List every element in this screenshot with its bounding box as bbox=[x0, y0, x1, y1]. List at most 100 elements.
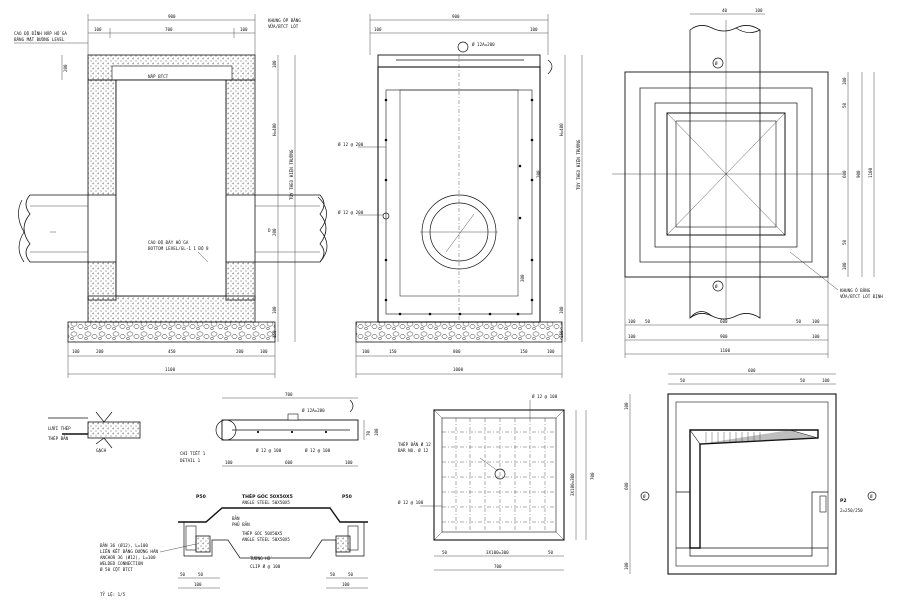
bars-label: THÉP BẢN Ø 12 bbox=[398, 442, 431, 447]
dim-text: 50 bbox=[842, 239, 847, 245]
stone-base bbox=[355, 321, 563, 343]
bottom-level-label-2: BOTTOM LEVEL/GL-1 1 ĐỘ 8 bbox=[148, 246, 209, 251]
small-detail: LƯỚI THÉP THÉP BẢN GẠCH bbox=[48, 411, 141, 453]
dim-text: 200 bbox=[536, 170, 541, 178]
bottom-level-label: CAO ĐỘ ĐÁY HỐ GA bbox=[148, 240, 189, 245]
section-tag: P2 bbox=[840, 498, 847, 504]
right-wall-bottom bbox=[225, 261, 256, 301]
dim-text: 100 bbox=[812, 319, 820, 324]
dim-text: 100 bbox=[240, 27, 248, 32]
anchor-label-5: Ø 50 CỘT BTCT bbox=[100, 567, 133, 572]
dim-text: 900 bbox=[452, 14, 460, 19]
hopper-plan: 600 50 50 100 P2 2=250/250 Ø Ø 100 600 1… bbox=[624, 368, 877, 575]
dim-text: 700 bbox=[590, 472, 595, 480]
section-b: 900 100 100 Ø 12A=200 Ø 12 @ 100 Ø 12 @ … bbox=[338, 14, 583, 378]
dim-text: 100 bbox=[530, 27, 538, 32]
scale-label: TỶ LỆ: 1/5 bbox=[100, 592, 126, 597]
cover-top-bar: Ø 12A=200 bbox=[302, 408, 325, 413]
right-bar-label: Ø 12 @ 100 bbox=[305, 448, 331, 453]
frame-subtitle: ANGLE STEEL 50X50X5 bbox=[242, 500, 290, 505]
detail-line: LƯỚI THÉP bbox=[48, 426, 71, 431]
bars-label-2: BAR NO. Ø 12 bbox=[398, 448, 429, 453]
dim-text: 100 bbox=[260, 349, 268, 354]
section-symbol: Ø bbox=[643, 494, 646, 499]
dim-text: 300 bbox=[520, 274, 525, 282]
left-wall-bottom bbox=[87, 261, 117, 301]
dim-text: 100 bbox=[374, 428, 379, 436]
wall-label: TƯỜNG HỐ bbox=[250, 556, 272, 561]
frame-note-2: VỮA/BTCT LÓT bbox=[268, 24, 299, 29]
angle-label: THÉP GÓC 50X50X5 bbox=[242, 531, 283, 536]
dim-text: 150 bbox=[520, 349, 528, 354]
left-tag: P50 bbox=[196, 494, 206, 500]
detail-callout-2: DETAIL 1 bbox=[180, 458, 201, 463]
dim-text: 100 bbox=[812, 334, 820, 339]
anchor-label-3: ANCHOR 36 (Ø12), L=100 bbox=[100, 555, 156, 560]
wall-label-2: CLIP Ø @ 100 bbox=[250, 564, 281, 569]
dim-text: 100 bbox=[374, 27, 382, 32]
detail-line: THÉP BẢN bbox=[48, 436, 69, 441]
bottom-bar-label: Ø 12 @ 100 bbox=[256, 448, 282, 453]
cover-section: 700 Ø 12A=200 CHI TIẾT 1 DETAIL 1 Ø 12 @… bbox=[180, 392, 379, 467]
detail-callout: CHI TIẾT 1 bbox=[180, 451, 206, 456]
dim-text: 100 bbox=[225, 460, 233, 465]
dim-text: 100 bbox=[94, 27, 102, 32]
dim-text: 150 bbox=[389, 349, 397, 354]
dim-text: 3X100=300 bbox=[570, 473, 575, 496]
anchor-label-2: LIÊN KẾT BẰNG ĐƯỜNG HÀN bbox=[100, 549, 158, 554]
anchor-label: BẢN 36 (Ø12), L=100 bbox=[100, 543, 148, 548]
dim-text: H=400 bbox=[272, 123, 277, 136]
frame-label-2: VỮA/BTCT LÓT ĐỊNH bbox=[840, 294, 883, 299]
dim-text: 100 bbox=[194, 582, 202, 587]
total-dim-text: 1100 bbox=[720, 348, 731, 353]
dim-text: 600 bbox=[720, 319, 728, 324]
dim-text: 100 bbox=[362, 349, 370, 354]
base-slab bbox=[87, 295, 256, 323]
dim-text: 50 bbox=[548, 550, 554, 555]
dim-text: 100 bbox=[547, 349, 555, 354]
dim-text: 100 bbox=[628, 319, 636, 324]
dim-text: 100 bbox=[72, 349, 80, 354]
cover-bar-label: Ø 12A=200 bbox=[472, 42, 495, 47]
dim-text: 900 bbox=[856, 170, 861, 178]
dim-text: 50 bbox=[198, 572, 204, 577]
total-dim-text: 1000 bbox=[453, 367, 464, 372]
dim-text: 200 bbox=[96, 349, 104, 354]
detail-line: GẠCH bbox=[96, 448, 107, 453]
dim-text: 100 bbox=[272, 306, 277, 314]
dim-text: 100 bbox=[624, 402, 629, 410]
outlet-pipe bbox=[254, 194, 327, 263]
top-bar-label: Ø 12 @ 100 bbox=[532, 394, 558, 399]
dim-text: 3X100=300 bbox=[486, 550, 509, 555]
stone-base bbox=[67, 321, 276, 343]
finish-level-label: BẰNG MẶT ĐƯỜNG LEVEL bbox=[14, 37, 65, 42]
cover-note: NẮP BTCT bbox=[148, 74, 169, 79]
dim-text: 200 bbox=[236, 349, 244, 354]
dim-text: 100 bbox=[624, 562, 629, 570]
pipe-label: D bbox=[268, 228, 271, 233]
dim-text: 600 bbox=[748, 368, 756, 373]
dim-text: 100 bbox=[345, 460, 353, 465]
dim-text: 200 bbox=[63, 64, 68, 72]
dim-text: 900 bbox=[720, 334, 728, 339]
dim-text: 50 bbox=[180, 572, 186, 577]
vertical-note: TÙY THEO HIỆN TRƯỜNG bbox=[576, 139, 581, 190]
dim-text: 150 bbox=[559, 330, 564, 338]
frame-label: KHUNG Ô BẰNG bbox=[840, 288, 871, 293]
dim-text: 150 bbox=[272, 330, 277, 338]
dim-text: 1100 bbox=[868, 167, 873, 178]
frame-profile bbox=[178, 507, 368, 523]
left-wall-top bbox=[87, 79, 117, 196]
dim-text: 700 bbox=[285, 392, 293, 397]
section-a: 900 100 700 100 CAO ĐỘ ĐỈNH NẮP HỐ GA BẰ… bbox=[14, 14, 328, 378]
right-tag: P50 bbox=[342, 494, 352, 500]
angle-label-en: ANGLE STEEL 50X50X5 bbox=[242, 537, 290, 542]
dim-text: 50 bbox=[645, 319, 651, 324]
section-tag-dim: 2=250/250 bbox=[840, 508, 863, 513]
dim-text: 50 bbox=[796, 319, 802, 324]
dim-text: 200 bbox=[272, 228, 277, 236]
left-bar-label: Ø 12 @ 100 bbox=[398, 500, 424, 505]
dim-text: 100 bbox=[272, 60, 277, 68]
